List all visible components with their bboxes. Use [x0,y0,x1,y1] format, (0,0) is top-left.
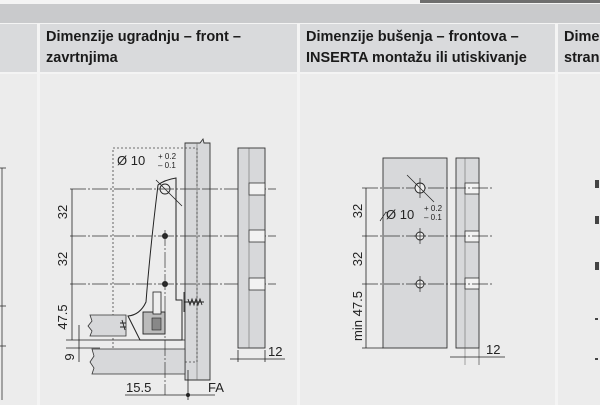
tolerance-plus: + 0.2 [158,152,177,161]
dim-32-lower: 32 [350,252,365,266]
drawer-side [87,314,127,337]
body-cell-3 [558,74,600,405]
dim-min-47-5: min 47.5 [350,291,365,341]
body-cell-0 [0,74,37,405]
tolerance-minus: – 0.1 [424,213,442,222]
dim-32-upper: 32 [350,204,365,218]
screw-icon [120,292,204,331]
dim-47-5: 47.5 [55,304,70,329]
table-title-band [0,4,600,23]
tolerance-plus: + 0.2 [424,204,443,213]
hole-diameter-label: Ø 10 [117,153,145,168]
dim-12: 12 [268,344,282,359]
dim-fa: FA [208,380,224,395]
left-partial-dimension [0,167,6,400]
drawing-screw-mount: 32 32 47.5 9 15.5 FA 12 Ø 10 + 0.2 – 0.1 [55,137,285,400]
header-line-1: Dimenzije bušenja – frontova – [306,29,519,45]
top-strip [0,0,600,4]
header-line-2: zavrtnjima [46,50,118,66]
drawing-inserta-mount: 32 32 min 47.5 Ø 10 + 0.2 – 0.1 12 [350,157,505,365]
header-line-2: INSERTA montažu ili utiskivanje [306,50,527,66]
header-cell-screws: Dimenzije ugradnju – front – zavrtnjima [40,24,297,72]
top-right-box [420,0,600,3]
dim-12: 12 [486,342,500,357]
header-line-2: stran [564,50,600,66]
header-cell-inserta: Dimenzije bušenja – frontova – INSERTA m… [300,24,555,72]
drawer-bottom [89,348,186,375]
tolerance-minus: – 0.1 [158,161,176,170]
dim-15-5: 15.5 [126,380,151,395]
header-line-1: Dime [564,29,600,45]
dim-9: 9 [62,353,77,360]
header-cell-3: Dime stran [558,24,600,72]
side-view-panel [455,157,480,349]
header-cell-0 [0,24,37,72]
dim-32-upper: 32 [55,205,70,219]
hole-diameter-label: Ø 10 [386,207,414,222]
side-view-panel [237,147,266,349]
front-bracket [127,177,183,341]
dim-32-lower: 32 [55,252,70,266]
header-line-1: Dimenzije ugradnju – front – [46,29,241,45]
cabinet-side-board [184,137,211,381]
right-partial-marks [595,180,599,360]
